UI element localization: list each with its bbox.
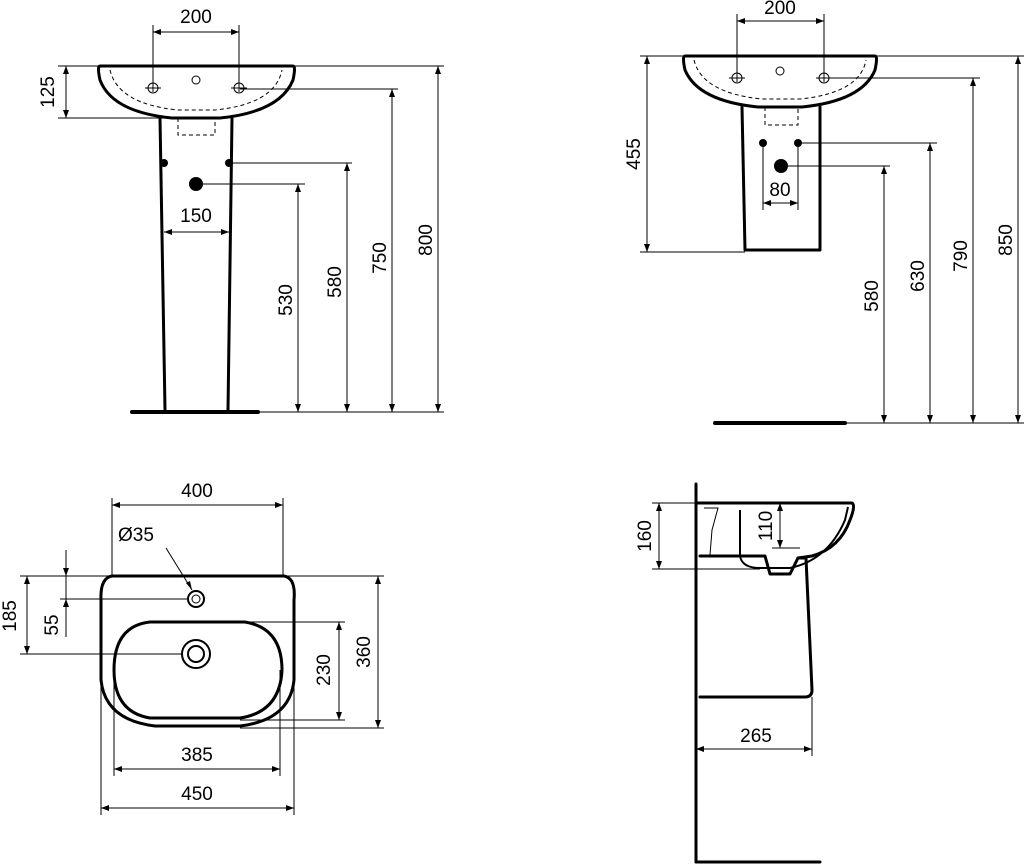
front-view-semi-pedestal: 200 455 80 580 630 790 [624, 0, 1024, 425]
pedestal-outline [158, 116, 234, 412]
plan-view: 400 Ø35 185 55 230 360 [0, 481, 384, 815]
dim-overall-height: 800 [416, 224, 437, 256]
trap-dashed [177, 118, 216, 136]
dim-tap-hole-offset: 185 [0, 600, 21, 632]
dim-overflow-height: 110 [756, 511, 777, 541]
bowl-outline [112, 620, 284, 720]
dim-supply-height: 580 [325, 266, 346, 298]
dim-rim-height-semi: 790 [951, 240, 972, 272]
dim-waste-height: 530 [276, 284, 297, 316]
basin-inner-dashed-semi [693, 59, 867, 100]
dim-tap-hole-diameter: Ø35 [118, 525, 154, 546]
dim-pedestal-height: 455 [624, 138, 645, 170]
dim-pedestal-projection: 265 [740, 726, 772, 747]
tap-hole [187, 590, 205, 608]
basin-outline-semi [682, 54, 878, 109]
trap-dashed-semi [764, 107, 799, 126]
dim-width-top: 400 [181, 481, 213, 502]
dim-overall-height-semi: 850 [996, 224, 1017, 256]
basin-outline [97, 64, 296, 120]
side-view: 160 110 265 [635, 482, 856, 864]
dim-tap-spacing: 200 [180, 7, 212, 28]
dim-overall-depth: 360 [354, 636, 375, 668]
dim-bowl-depth: 230 [314, 654, 335, 686]
semi-pedestal-side [698, 554, 814, 699]
front-view-pedestal: 200 125 150 530 580 750 800 [38, 7, 444, 414]
dim-waste-height-semi: 580 [862, 280, 883, 312]
semi-pedestal-outline [740, 105, 822, 252]
tap-hole-inner [191, 594, 201, 604]
dim-overall-width: 450 [181, 784, 213, 805]
fixing-bracket [704, 507, 719, 556]
dim-pedestal-width: 150 [180, 206, 212, 227]
basin-side-inner [739, 506, 849, 569]
tap-hole-center-semi [775, 66, 785, 76]
dim-basin-height-side: 160 [635, 520, 656, 552]
dim-supply-height-semi: 630 [908, 260, 929, 292]
dim-supply-spacing: 80 [769, 180, 790, 201]
dim-bowl-width: 385 [181, 745, 213, 766]
dim-tap-to-bowl: 55 [42, 614, 63, 635]
dim-basin-depth: 125 [38, 76, 59, 108]
dim-rim-height: 750 [370, 242, 391, 274]
waste-outer [181, 639, 211, 669]
dim-tap-spacing-semi: 200 [764, 0, 796, 19]
basin-plan-outline [99, 574, 296, 728]
supply-left [160, 159, 168, 167]
tap-hole-center [191, 75, 201, 85]
waste-inner [187, 645, 205, 663]
